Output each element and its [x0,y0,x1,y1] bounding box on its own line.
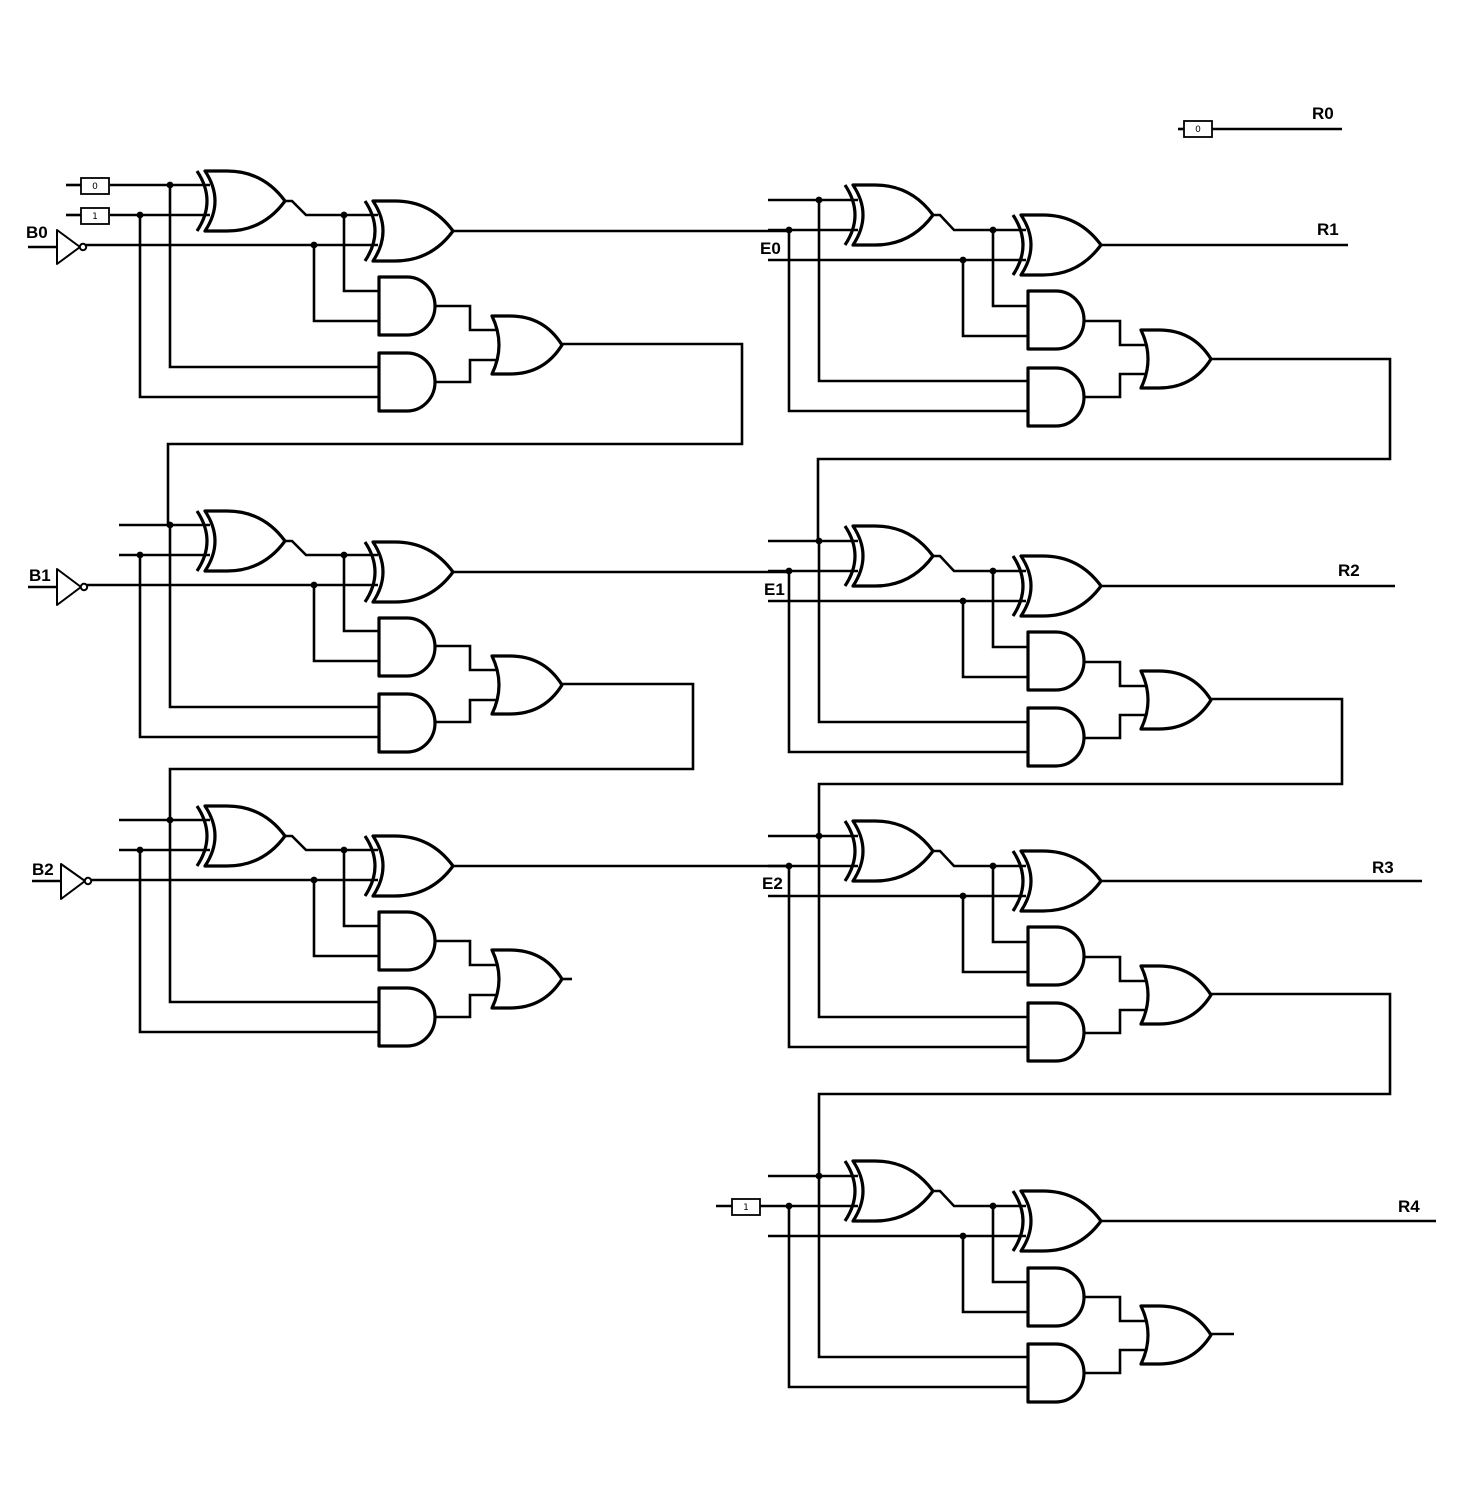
or-gate-icon [490,654,564,716]
svg-text:0: 0 [92,182,98,192]
and-gate-icon [377,616,437,678]
or-gate-icon [1139,964,1213,1026]
and-gate-icon [377,351,437,413]
not-gate-icon [56,568,89,606]
and-gate-icon [1026,289,1086,351]
constant-r0: 0 [1183,120,1213,138]
output-label-r3: R3 [1372,858,1394,877]
xor-gate-icon [363,834,455,898]
wiring [28,127,1436,1389]
output-label-r1: R1 [1317,220,1339,239]
xor-gate-icon [843,1159,935,1223]
and-gate-icon [1026,366,1086,428]
xor-gate-icon [1011,1189,1103,1253]
xor-gate-icon [195,509,287,573]
input-label-b0: B0 [26,223,48,242]
and-gate-icon [1026,630,1086,692]
xor-gate-icon [1011,554,1103,618]
not-gate-icon [56,229,88,265]
or-gate-icon [1139,669,1213,731]
and-gate-icon [1026,1001,1086,1063]
constant-stage0-bottom: 1 [80,207,110,225]
input-label-e2: E2 [762,874,783,893]
constant-last-stage: 1 [731,1198,761,1216]
xor-gate-icon [363,199,455,263]
svg-text:0: 0 [1195,125,1201,135]
output-label-r2: R2 [1338,561,1360,580]
and-gate-icon [377,275,437,337]
xor-gate-icon [843,819,935,883]
input-label-e1: E1 [764,580,785,599]
input-label-b2: B2 [32,860,54,879]
gate-layer [56,169,1213,1404]
and-gate-icon [377,986,437,1048]
input-label-b1: B1 [29,566,51,585]
or-gate-icon [490,314,564,376]
or-gate-icon [490,948,564,1010]
input-label-e0: E0 [760,239,781,258]
output-label-r4: R4 [1398,1197,1420,1216]
output-label-r0: R0 [1312,104,1334,123]
and-gate-icon [1026,1342,1086,1404]
and-gate-icon [1026,1266,1086,1328]
constant-stage0-top: 0 [80,177,110,195]
xor-gate-icon [1011,213,1103,277]
svg-text:1: 1 [92,212,98,222]
xor-gate-icon [1011,849,1103,913]
svg-text:1: 1 [743,1203,749,1213]
or-gate-icon [1139,1304,1213,1366]
and-gate-icon [1026,925,1086,987]
junctions [136,181,997,1240]
and-gate-icon [377,910,437,972]
not-gate-icon [60,863,93,900]
xor-gate-icon [195,804,287,868]
and-gate-icon [1026,706,1086,768]
xor-gate-icon [843,183,935,247]
or-gate-icon [1139,328,1213,390]
xor-gate-icon [363,540,455,604]
xor-gate-icon [195,169,287,233]
xor-gate-icon [843,524,935,588]
and-gate-icon [377,692,437,754]
